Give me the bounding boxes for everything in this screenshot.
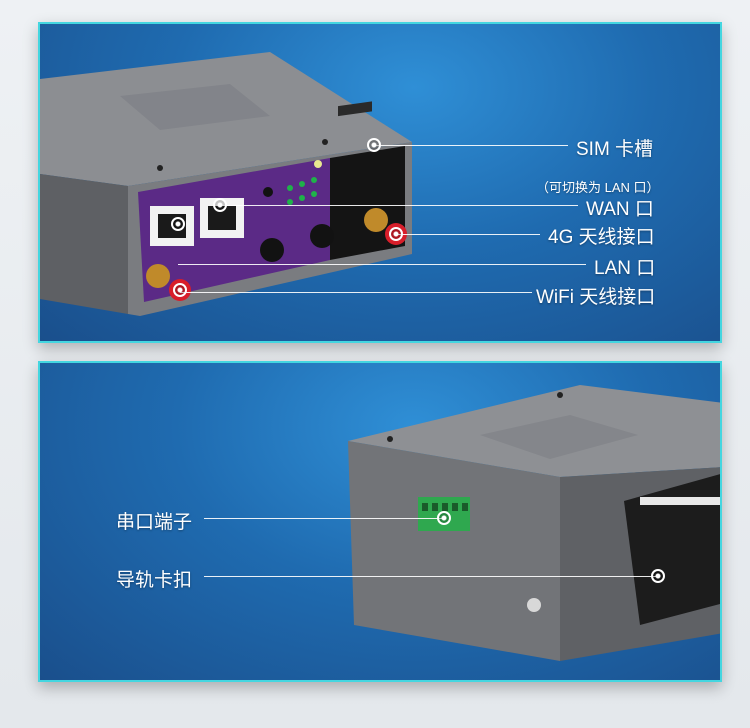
led-4 <box>287 199 293 205</box>
router-front-illustration <box>40 52 412 316</box>
rail-clip-spring <box>640 497 720 505</box>
wan-switch-note: （可切换为 LAN 口） <box>536 180 660 195</box>
4g-marker <box>389 227 403 241</box>
4g-antenna-base <box>364 208 388 232</box>
rail-leader-line <box>204 576 658 577</box>
device-left-face <box>40 174 128 314</box>
sim-marker <box>367 138 381 152</box>
lan-port-label: LAN 口 <box>594 258 656 279</box>
lan-leader-line <box>178 264 586 265</box>
terminal-pin <box>422 503 428 511</box>
device-top-label-area <box>120 84 270 130</box>
top-product-panel: SIM 卡槽 （可切换为 LAN 口） WAN 口 4G 天线接口 LAN 口 … <box>38 22 722 343</box>
sim-leader-line <box>376 145 568 146</box>
rail-clip-label: 导轨卡扣 <box>116 570 193 591</box>
led-1 <box>287 185 293 191</box>
power-button-knob <box>310 224 334 248</box>
status-led <box>314 160 322 168</box>
reset-pinhole <box>263 187 273 197</box>
ground-screw <box>527 598 541 612</box>
top-screw <box>557 392 563 398</box>
terminal-pin <box>432 503 438 511</box>
wan-leader-line <box>220 205 578 206</box>
bottom-product-panel: 串口端子 导轨卡扣 <box>38 361 722 682</box>
wan-port-label: WAN 口 <box>586 199 654 220</box>
device-top-label-area <box>480 415 638 459</box>
led-2 <box>299 181 305 187</box>
sim-slot <box>338 101 372 117</box>
led-5 <box>299 195 305 201</box>
led-6 <box>311 191 317 197</box>
wifi-marker <box>173 283 187 297</box>
din-rail-clip <box>624 474 720 625</box>
top-screw <box>157 165 163 171</box>
router-side-illustration <box>348 385 720 661</box>
top-screw <box>322 139 328 145</box>
wifi-antenna-label: WiFi 天线接口 <box>536 287 656 308</box>
terminal-pin <box>462 503 468 511</box>
4g-leader-line <box>396 234 540 235</box>
device-side-face <box>348 441 560 661</box>
terminal-pin <box>452 503 458 511</box>
serial-marker <box>437 511 451 525</box>
serial-port-label: 串口端子 <box>116 512 193 533</box>
wan-marker <box>213 198 227 212</box>
reset-button-knob <box>260 238 284 262</box>
4g-antenna-label: 4G 天线接口 <box>548 227 655 248</box>
led-3 <box>311 177 317 183</box>
rail-marker <box>651 569 665 583</box>
sim-slot-label: SIM 卡槽 <box>576 139 654 160</box>
serial-leader-line <box>204 518 444 519</box>
wifi-leader-line <box>180 292 532 293</box>
terminal-pin <box>442 503 448 511</box>
top-screw <box>387 436 393 442</box>
wifi-antenna-base <box>146 264 170 288</box>
lan-marker <box>171 217 185 231</box>
